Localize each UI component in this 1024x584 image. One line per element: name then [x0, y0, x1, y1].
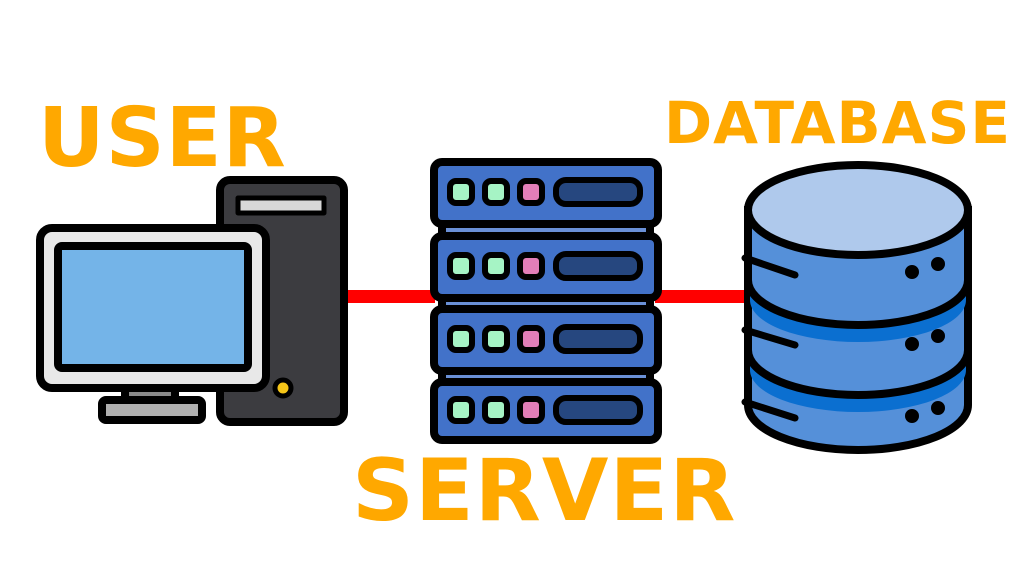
server-unit: [430, 378, 662, 444]
database-icon: [741, 161, 972, 454]
server-rack-icon: [430, 158, 662, 444]
server-unit: [430, 158, 662, 228]
connection-user-server: [340, 290, 435, 303]
desktop-computer-icon: [36, 176, 348, 426]
user-label: USER: [38, 91, 287, 186]
server-unit: [430, 232, 662, 302]
connection-server-database: [655, 290, 750, 303]
server-label: SERVER: [352, 441, 737, 541]
server-unit: [430, 305, 662, 375]
database-label: DATABASE: [664, 89, 1011, 157]
